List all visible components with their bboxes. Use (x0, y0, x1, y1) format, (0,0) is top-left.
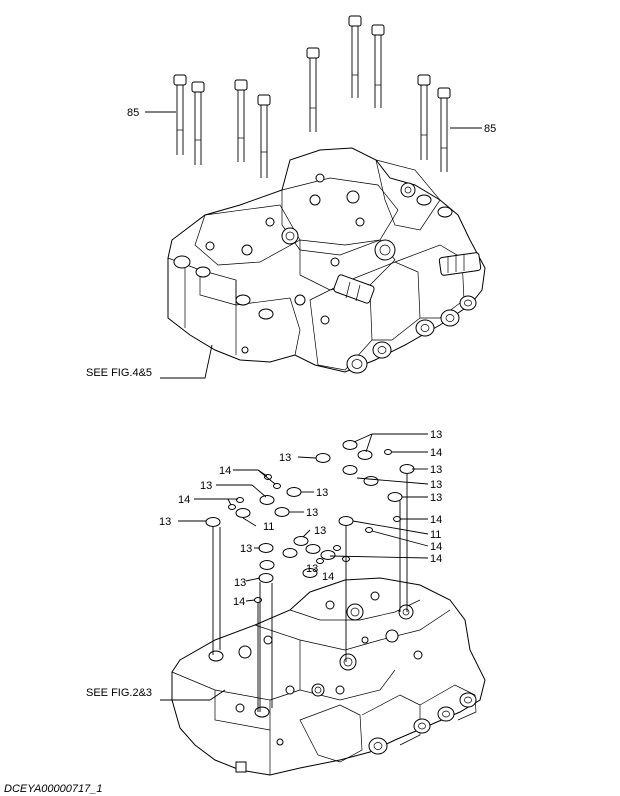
callout-13: 13 (234, 577, 246, 589)
callout-85-right: 85 (484, 123, 496, 135)
callout-13: 13 (430, 492, 442, 504)
bolt (371, 24, 385, 108)
callout-13: 13 (159, 516, 171, 528)
bolt (173, 74, 187, 155)
bolt (348, 15, 362, 98)
callout-numbers: 13 14 13 13 13 14 13 13 14 13 13 11 13 1… (159, 429, 442, 608)
upper-valve-assembly (167, 147, 486, 374)
leader-lines (178, 433, 429, 602)
bolts-85 (173, 15, 451, 178)
callout-13: 13 (430, 479, 442, 491)
bolt (191, 81, 205, 165)
callout-13: 13 (279, 452, 291, 464)
bolt (417, 74, 431, 160)
callout-13: 13 (240, 543, 252, 555)
callout-85-left: 85 (127, 107, 139, 119)
callout-14: 14 (430, 553, 442, 565)
callout-13: 13 (430, 429, 442, 441)
callout-13: 13 (200, 480, 212, 492)
callout-13: 14 (322, 571, 334, 583)
callout-14: 14 (178, 494, 190, 506)
callout-14: 14 (430, 447, 442, 459)
bolt (437, 87, 451, 172)
callout-14: 14 (430, 541, 442, 553)
callout-13: 13 (306, 507, 318, 519)
image-code: DCEYA00000717_1 (4, 783, 102, 795)
bolt (234, 79, 248, 162)
callout-11: 11 (263, 521, 274, 533)
see-fig-2-3-label: SEE FIG.2&3 (86, 687, 152, 699)
see-fig-4-5-label: SEE FIG.4&5 (86, 367, 152, 379)
callout-13: 13 (316, 487, 328, 499)
bolt (306, 47, 320, 132)
callout-14: 14 (430, 514, 442, 526)
lower-valve-body (171, 577, 486, 776)
callout-11: 13 (314, 525, 326, 537)
callout-11: 11 (430, 529, 441, 541)
bolt (257, 94, 271, 178)
callout-14: 14 (233, 596, 245, 608)
callout-14: 13 (306, 563, 318, 575)
callout-13: 13 (430, 464, 442, 476)
callout-14: 14 (219, 465, 231, 477)
